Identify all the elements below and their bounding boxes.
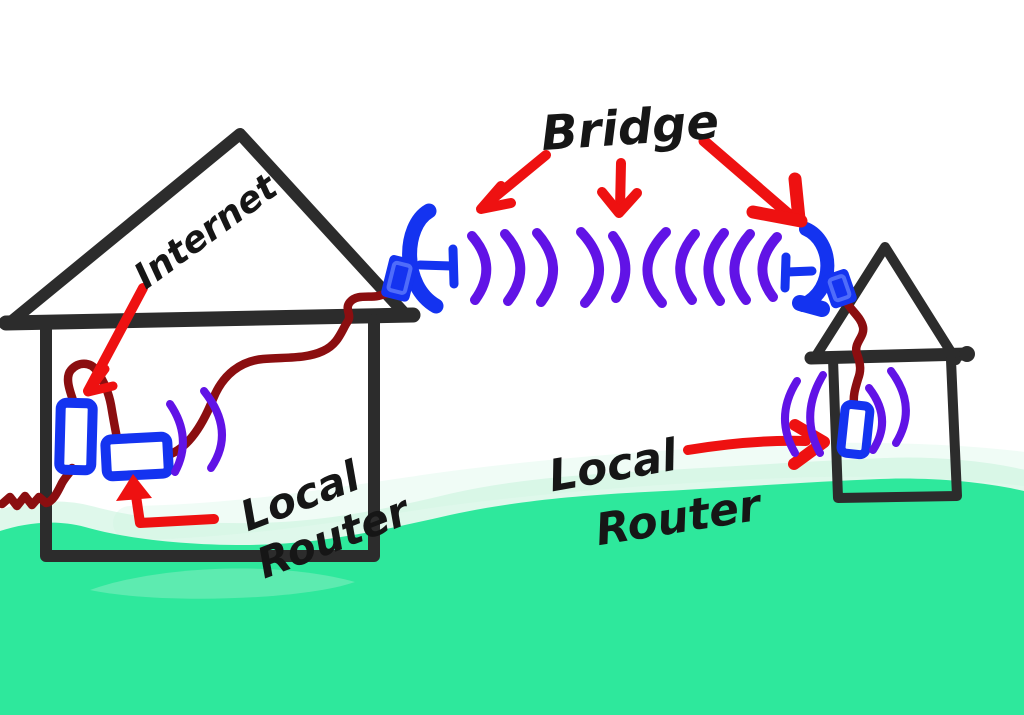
- grass-wash-streak: [113, 442, 1024, 540]
- signal-arc: [806, 371, 827, 457]
- right-house-beam-end: [959, 346, 975, 362]
- signal-arc-outgoing: [576, 227, 604, 308]
- right-router-box: [836, 399, 875, 460]
- arrow-shaft: [130, 484, 219, 528]
- signal-arc: [865, 384, 887, 454]
- signal-arc-outgoing: [608, 231, 631, 303]
- signal-arc-outgoing: [532, 228, 558, 307]
- bridge-signal-arcs: [467, 227, 782, 308]
- antenna-mount-box-inner: [386, 260, 413, 295]
- arrow-shaft: [683, 435, 811, 455]
- signal-arc: [166, 400, 187, 476]
- devices: [54, 397, 875, 482]
- arrow-head: [788, 172, 806, 226]
- antenna-feed-bar: [448, 244, 459, 289]
- left-router-wifi-arcs: [166, 387, 226, 476]
- left-house-roof: [6, 128, 412, 327]
- signal-arc: [781, 377, 801, 457]
- bridge-arrow-right: [698, 135, 808, 228]
- signal-arc-incoming: [729, 229, 755, 305]
- grass: [0, 478, 1024, 715]
- signal-arc-incoming: [675, 229, 700, 305]
- signal-arc-incoming: [642, 227, 671, 308]
- signal-arc-incoming: [757, 232, 782, 302]
- right-router-wifi-arcs: [781, 367, 910, 457]
- antenna-dish: [402, 203, 444, 314]
- bridge-arrow-middle: [597, 158, 642, 218]
- antenna-dish-base: [792, 295, 830, 317]
- bridge-label: Bridge: [539, 94, 720, 162]
- arrow-head: [788, 419, 830, 470]
- modem-box: [54, 397, 98, 476]
- antenna-feed-bar: [780, 252, 791, 293]
- arrow-head: [476, 181, 516, 214]
- left-local-router-arrow: [116, 474, 219, 528]
- arrow-head: [597, 187, 642, 218]
- bridge-arrow-left: [476, 150, 551, 214]
- signal-arc-outgoing: [467, 231, 492, 305]
- arrow-head: [746, 205, 808, 228]
- right-house-roof: [809, 242, 961, 365]
- arrow-shaft: [698, 135, 798, 223]
- left-router-box: [100, 431, 174, 482]
- antenna-to-router-wire-right: [841, 296, 868, 409]
- arrow-head: [83, 364, 118, 397]
- right-bridge-antenna: [780, 222, 857, 317]
- grass-wash-band: [0, 457, 1024, 552]
- internet-arrow: [83, 283, 148, 397]
- antenna-mount-box-inner: [827, 274, 852, 303]
- left-house-walls: [40, 314, 380, 562]
- right-local-router-arrow: [683, 419, 830, 470]
- arrow-head: [116, 474, 152, 501]
- signal-arc: [200, 387, 226, 472]
- right-house-walls: [828, 354, 962, 503]
- antenna-feed-stem: [415, 260, 457, 271]
- right-house: [804, 242, 975, 503]
- grass-light-hill: [90, 568, 355, 599]
- annotation-arrows: [83, 135, 830, 528]
- signal-arc-outgoing: [500, 229, 526, 306]
- arrow-shaft: [615, 158, 626, 214]
- left-bridge-antenna: [381, 203, 459, 314]
- signal-arc-incoming: [703, 228, 729, 306]
- signal-arc: [887, 367, 910, 447]
- antenna-feed-stem: [782, 266, 817, 277]
